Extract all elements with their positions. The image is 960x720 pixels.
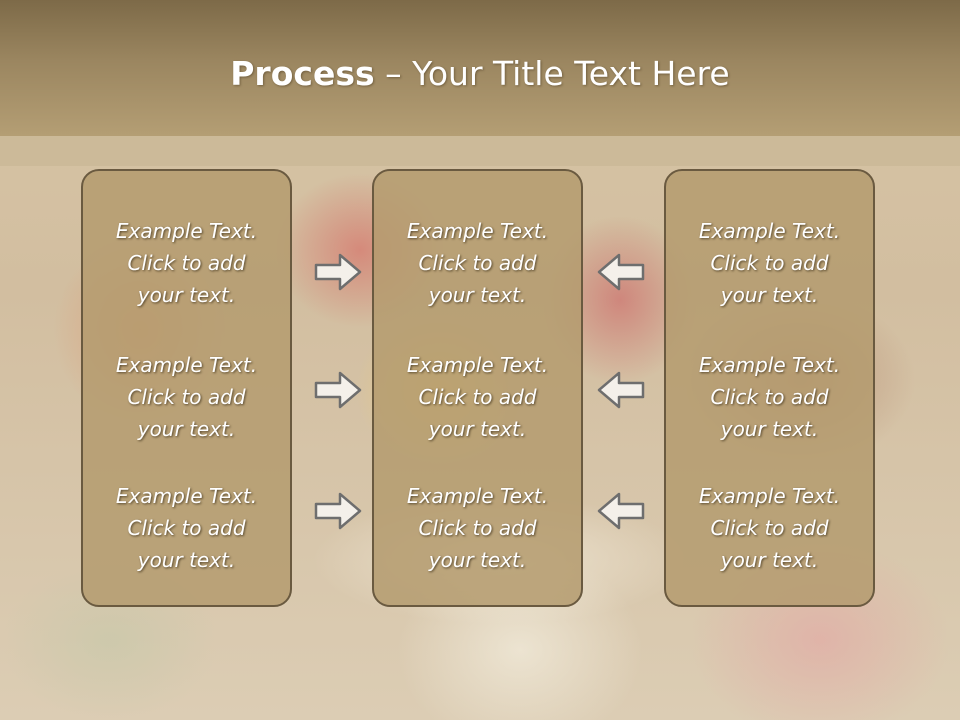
arrow-right-icon[interactable] [314,491,362,531]
slide-title[interactable]: Process – Your Title Text Here [0,52,960,96]
text-line: your text. [428,417,527,441]
process-box-left[interactable]: Example Text. Click to add your text. Ex… [81,169,292,607]
text-line: Click to add [710,251,829,275]
text-line: Example Text. [115,353,258,377]
box-text[interactable]: Example Text. Click to add your text. [374,480,581,576]
text-line: Click to add [418,385,537,409]
arrow-right-icon[interactable] [314,370,362,410]
text-line: Example Text. [698,353,841,377]
text-line: your text. [720,417,819,441]
arrow-left-icon[interactable] [597,491,645,531]
title-bold: Process [230,54,375,93]
box-text[interactable]: Example Text. Click to add your text. [83,349,290,445]
arrow-left-icon[interactable] [597,370,645,410]
text-line: your text. [428,548,527,572]
box-text[interactable]: Example Text. Click to add your text. [666,215,873,311]
box-text[interactable]: Example Text. Click to add your text. [666,480,873,576]
title-strip [0,136,960,166]
text-line: your text. [720,283,819,307]
text-line: Click to add [418,516,537,540]
box-text[interactable]: Example Text. Click to add your text. [374,215,581,311]
text-line: Example Text. [406,219,549,243]
text-line: Click to add [127,516,246,540]
text-line: Example Text. [698,484,841,508]
box-text[interactable]: Example Text. Click to add your text. [374,349,581,445]
text-line: Click to add [127,385,246,409]
process-box-center[interactable]: Example Text. Click to add your text. Ex… [372,169,583,607]
title-bar [0,0,960,136]
text-line: Example Text. [406,353,549,377]
text-line: Example Text. [698,219,841,243]
text-line: Example Text. [115,219,258,243]
text-line: Click to add [127,251,246,275]
arrow-right-icon[interactable] [314,252,362,292]
box-text[interactable]: Example Text. Click to add your text. [666,349,873,445]
arrow-left-icon[interactable] [597,252,645,292]
process-box-right[interactable]: Example Text. Click to add your text. Ex… [664,169,875,607]
box-text[interactable]: Example Text. Click to add your text. [83,480,290,576]
text-line: Click to add [710,516,829,540]
text-line: your text. [720,548,819,572]
text-line: Example Text. [115,484,258,508]
text-line: Click to add [418,251,537,275]
text-line: your text. [137,548,236,572]
text-line: your text. [137,283,236,307]
text-line: Click to add [710,385,829,409]
title-rest: – Your Title Text Here [374,54,730,93]
text-line: your text. [137,417,236,441]
text-line: Example Text. [406,484,549,508]
text-line: your text. [428,283,527,307]
box-text[interactable]: Example Text. Click to add your text. [83,215,290,311]
